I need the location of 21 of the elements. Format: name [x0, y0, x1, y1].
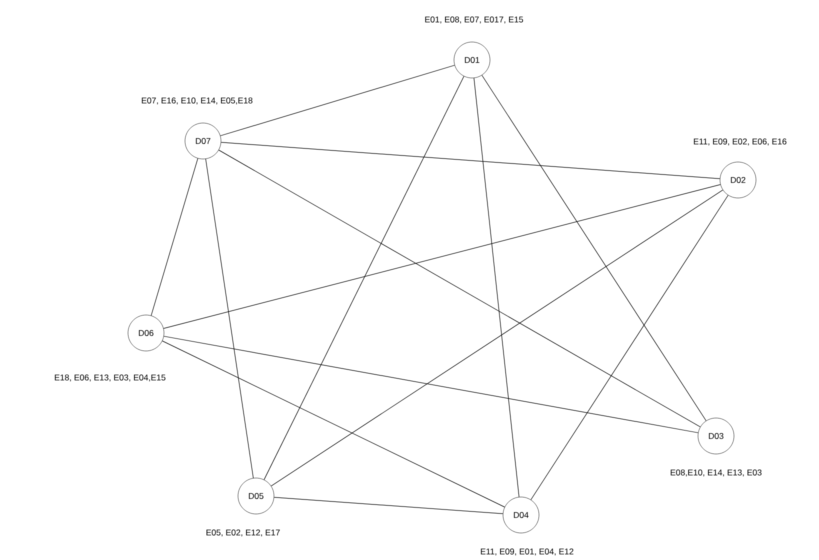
node-annotation: E18, E06, E13, E03, E04,E15	[54, 374, 166, 382]
connector-line	[270, 190, 724, 486]
connector-line	[164, 336, 698, 434]
connector-line	[530, 194, 728, 500]
connector-line	[274, 497, 504, 514]
connector-line	[482, 74, 706, 422]
connector-line	[163, 184, 721, 329]
node-annotation: E07, E16, E10, E14, E05,E18	[142, 98, 252, 104]
connector-line	[264, 76, 464, 480]
node-annotation: E05, E02, E12, E17	[206, 530, 280, 536]
connector-line	[205, 158, 254, 478]
connector-line	[220, 64, 455, 136]
node-annotation: E01, E08, E07, E017, E15	[425, 16, 524, 24]
node-annotation: E11, E09, E01, E04, E12	[480, 548, 574, 556]
connector-line	[150, 158, 198, 316]
connector-line	[474, 78, 520, 498]
connector-line	[218, 150, 701, 428]
node-annotation: E11, E09, E02, E06, E16	[694, 138, 786, 146]
node-annotation: E08,E10, E14, E13, E03	[670, 470, 762, 476]
connector-line	[162, 340, 505, 508]
connector-line	[220, 142, 720, 179]
